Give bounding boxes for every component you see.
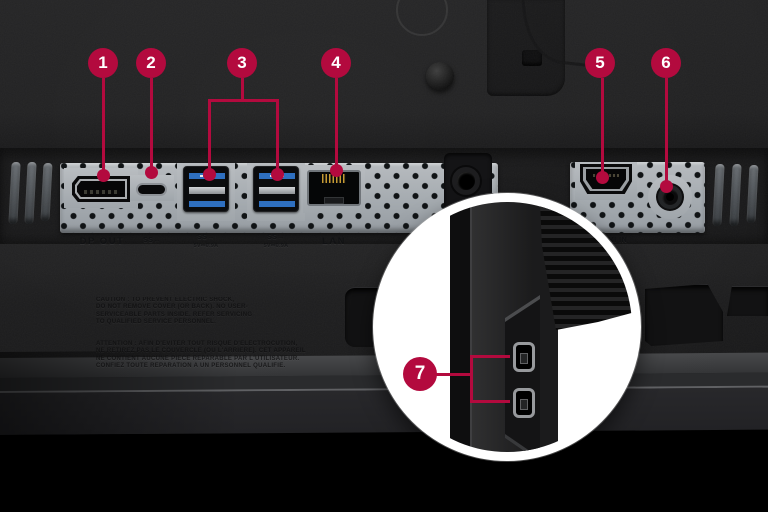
caution-text-fr: ATTENTION : AFIN D'EVITER TOUT RISQUE D'… [96,341,306,369]
callout-dot-3b [270,167,284,181]
headphone-icon: ∩ [662,238,668,245]
callout-badge-1: 1 [88,48,118,78]
callout-line-3-bracket [207,98,279,102]
callout-line-3-right [275,98,279,175]
callout-badge-2: 2 [136,48,166,78]
usb-blue-tongue [259,201,295,207]
caution-text-en: CAUTION : TO PREVENT ELECTRIC SHOCK, DO … [96,297,253,325]
label-usb-1: SS→ [197,234,215,241]
inset-bezel-edge [450,202,470,452]
usb-blue-tongue [189,201,225,207]
callout-line-6 [664,78,668,186]
usb-c-port [136,183,167,196]
callout-line-7-stem [435,372,473,376]
handle-recess-right-small [727,286,768,316]
magnifier-inset [373,193,641,461]
callout-dot-6 [659,179,673,193]
callout-badge-3: 3 [227,48,257,78]
callout-line-3-left [207,98,211,175]
label-lan: LAN [321,236,347,247]
callout-line-4 [334,78,338,171]
callout-badge-6: 6 [651,48,681,78]
callout-dot-4 [329,163,343,177]
handle-recess-right [645,284,723,346]
usb-tongue [520,353,528,364]
side-usb-port-lower [513,388,535,418]
panel-seam-line [521,0,613,70]
usb-opening [259,194,295,201]
callout-line-7-bracket [470,355,473,403]
dc-power-jack [452,167,480,195]
usb-tongue [520,399,528,410]
black-background [0,429,768,512]
callout-line-7-lower [470,400,510,403]
callout-badge-4: 4 [321,48,351,78]
callout-dot-2 [144,165,158,179]
callout-line-7-upper [470,355,510,358]
dp-slot [77,181,125,197]
side-usb-port-upper [513,342,535,372]
usb-divider [259,187,295,194]
jack-hole [666,193,674,201]
rj45-clip-notch [324,197,344,204]
callout-dot-5 [595,170,609,184]
callout-line-3-stem [240,78,244,100]
callout-line-2 [149,78,153,173]
callout-badge-5: 5 [585,48,615,78]
callout-line-5 [600,78,604,178]
callout-line-1 [101,78,105,175]
usb-opening [189,194,225,201]
callout-dot-1 [96,168,110,182]
callout-badge-7: 7 [403,357,437,391]
dp-pins [84,190,120,194]
caution-label: CAUTION : TO PREVENT ELECTRIC SHOCK, DO … [96,290,356,377]
usb-divider [189,187,225,194]
label-usb-1-power: 5V⎓0.9A [193,243,219,249]
callout-dot-3a [202,167,216,181]
label-usb-c: SS↔ [143,237,161,244]
label-usb-2-power: 5V⎓0.9A [263,243,289,249]
label-usb-2: SS→ [267,234,285,241]
